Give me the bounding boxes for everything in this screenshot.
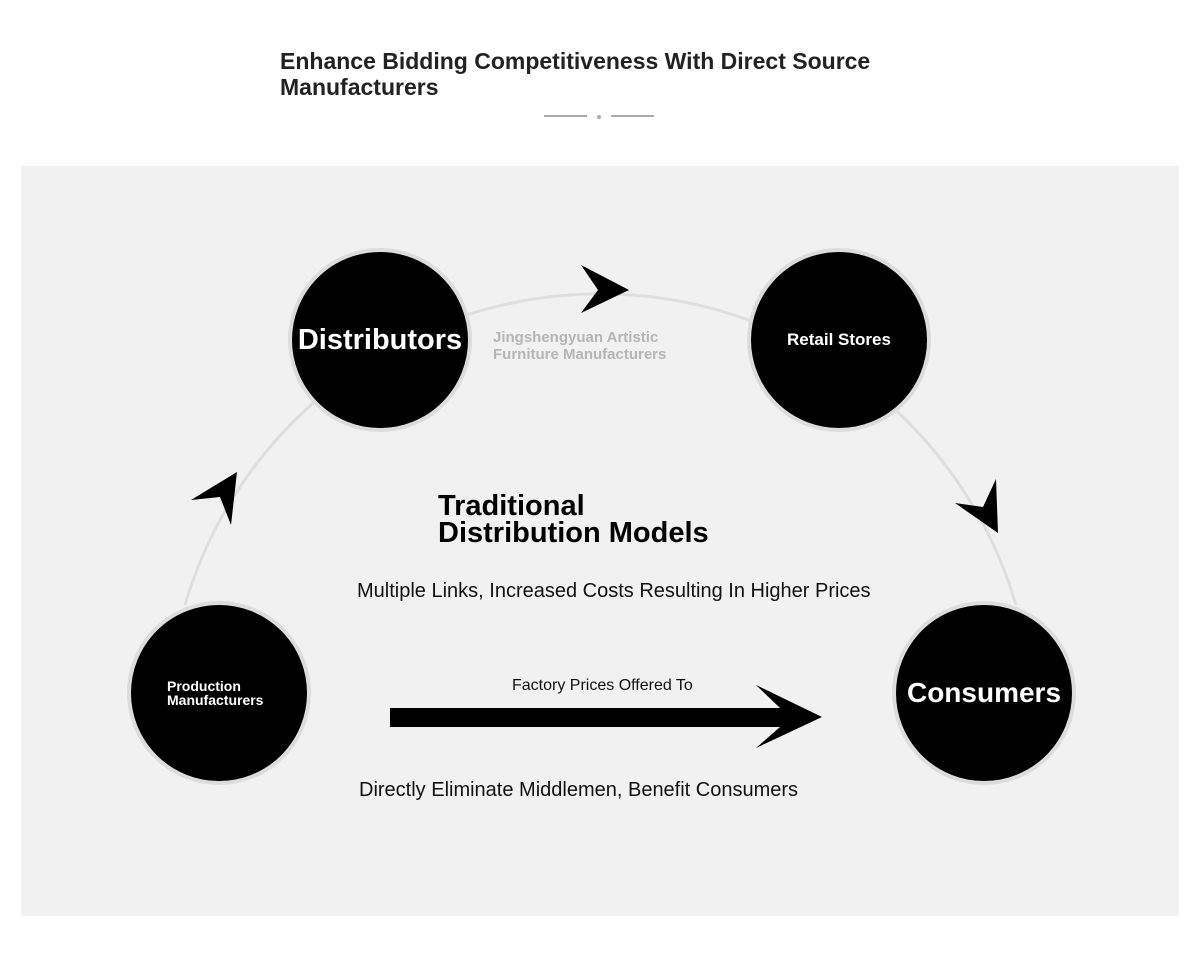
- direct-description: Directly Eliminate Middlemen, Benefit Co…: [359, 779, 799, 801]
- arrow-up-icon: [191, 472, 237, 525]
- divider-right: [611, 115, 654, 117]
- arrow-right-icon: [581, 265, 629, 313]
- divider-dot: [597, 115, 601, 119]
- arrow-down-icon: [955, 479, 998, 533]
- node-label: Distributors: [297, 323, 463, 356]
- node-distributors: Distributors: [288, 248, 472, 432]
- direct-arrow-icon: [390, 685, 822, 748]
- traditional-description: Multiple Links, Increased Costs Resultin…: [357, 580, 871, 602]
- center-title: Traditional Distribution Models: [438, 490, 709, 549]
- node-production-manufacturers: Production Manufacturers: [127, 601, 311, 785]
- node-label: Retail Stores: [787, 330, 891, 349]
- divider-left: [544, 115, 587, 117]
- page-title: Enhance Bidding Competitiveness With Dir…: [280, 48, 871, 100]
- arrow-label: Factory Prices Offered To: [512, 677, 693, 694]
- node-label: Consumers: [906, 677, 1062, 708]
- company-caption: Jingshengyuan Artistic Furniture Manufac…: [493, 329, 667, 363]
- node-label: Production Manufacturers: [167, 678, 264, 708]
- node-retail-stores: Retail Stores: [747, 248, 931, 432]
- node-consumers: Consumers: [892, 601, 1076, 785]
